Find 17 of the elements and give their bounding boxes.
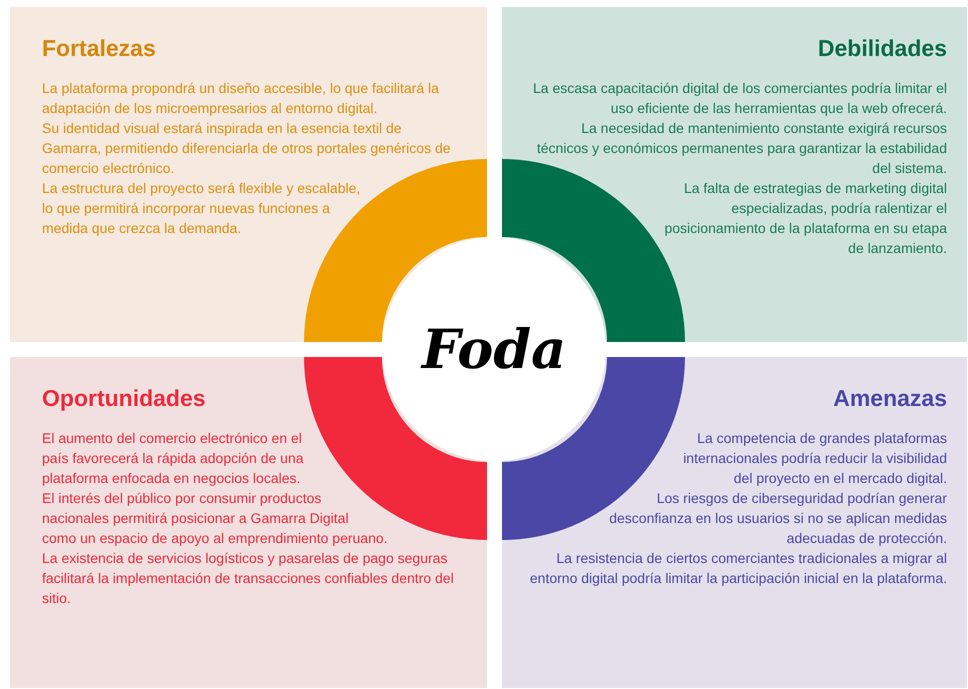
paragraph-text: Su identidad visual estará inspirada en la esencia textil de Gamarra, permitiendo diferenciarla de otros portales genéricos de comercio electrónico. [42,118,452,178]
paragraph-text: La plataforma propondrá un diseño accesible, lo que facilitará la adaptación de los microempresarios al entorno digital. [42,78,440,118]
paragraph-text: La necesidad de mantenimiento constante exigirá recursos técnicos y económicos permanentes para garantizar la estabilidad del sistema. [536,118,947,178]
paragraph-text: La estructura del proyecto será flexible y escalable, lo que permitirá incorporar nuevas funciones a medida que crezca la demanda. [42,178,362,238]
paragraph-text: El aumento del comercio electrónico en el país favorecerá la rápida adopción de una plataforma enfocada en negocios locales. [42,428,305,488]
paragraph-text: La competencia de grandes plataformas internacionales podría reducir la visibilidad del proyecto en el mercado digital. [682,428,947,488]
paragraph-text: La resistencia de ciertos comerciantes tradicionales a migrar al entorno digital podría limitar la participación inicial en la plataforma. [528,548,947,588]
paragraph-text: El interés del público por consumir productos nacionales permitirá posicionar a Gamarra Digital como un espacio de apoyo al emprendimiento peruano. [42,488,389,548]
paragraph-text: Los riesgos de ciberseguridad podrían generar desconfianza en los usuarios si no se aplican medidas adecuadas de protección. [608,488,947,548]
section-heading: Oportunidades [42,384,206,413]
section-heading: Amenazas [833,384,947,413]
center-title: Foda [422,316,566,382]
paragraph-text: La falta de estrategias de marketing digital especializadas, podría ralentizar el posicionamiento de la plataforma en su etapa de lanzamiento. [663,178,947,258]
section-heading: Debilidades [818,34,947,63]
paragraph-text: La existencia de servicios logísticos y pasarelas de pago seguras facilitará la implementación de transacciones confiables dentro del sitio. [42,548,455,608]
section-heading: Fortalezas [42,34,156,63]
paragraph-text: La escasa capacitación digital de los comerciantes podría limitar el uso eficiente de las herramientas que la web ofrecerá. [532,78,947,118]
